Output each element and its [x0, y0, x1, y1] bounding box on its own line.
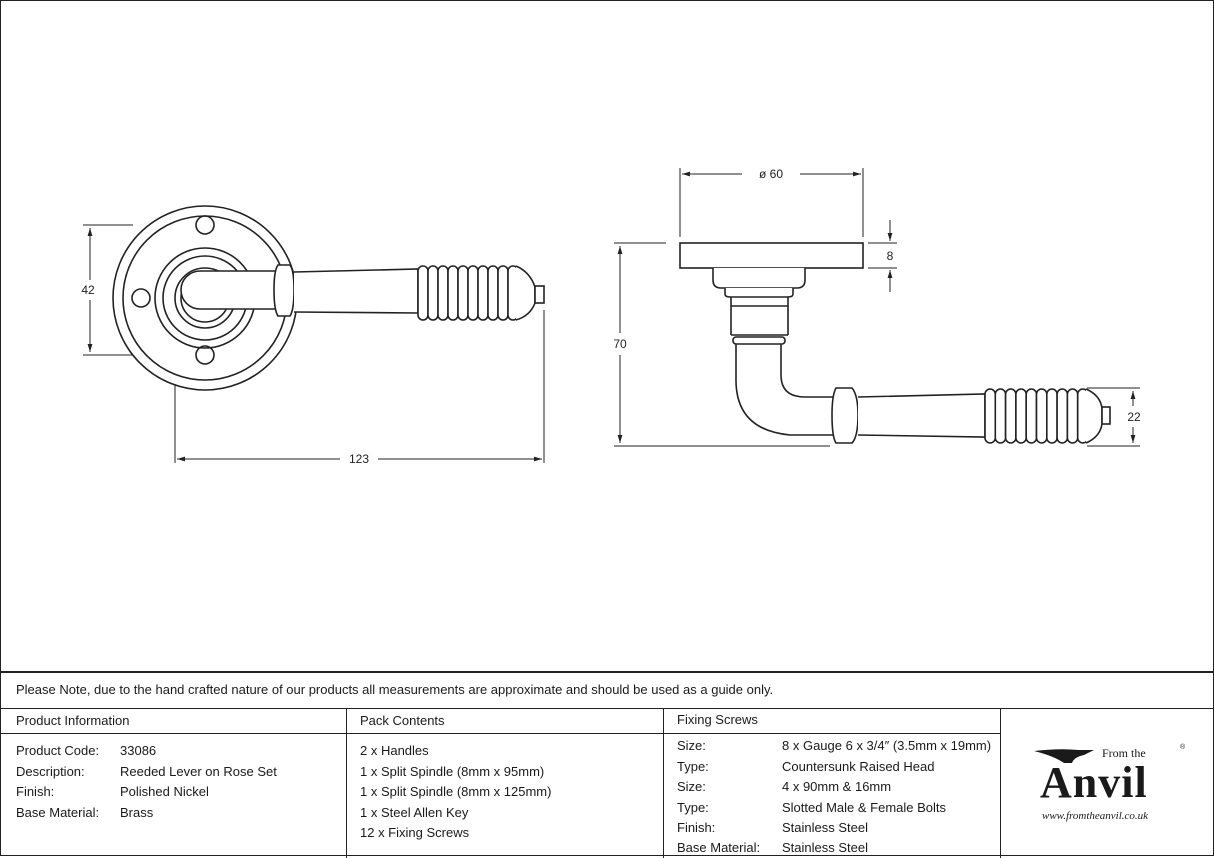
- pack-contents-title: Pack Contents: [360, 713, 445, 728]
- from-the-anvil-logo: From the ® Anvil www.fromtheanvil.co.uk: [1030, 742, 1200, 832]
- label: Size:: [677, 779, 706, 794]
- divider: [0, 733, 1000, 734]
- list-item: 1 x Split Spindle (8mm x 125mm): [360, 784, 552, 799]
- divider: [1000, 708, 1001, 858]
- grip-rib: [427, 265, 439, 321]
- grip-rib: [1035, 388, 1048, 444]
- side-view: [614, 168, 1140, 447]
- grip-rib: [1046, 388, 1058, 444]
- dim-thickness-label: 8: [887, 249, 894, 263]
- grip-rib: [437, 265, 449, 321]
- grip-rib: [487, 265, 499, 321]
- registered-mark-icon: ®: [1180, 744, 1186, 751]
- front-view: [83, 205, 545, 463]
- list-item: 2 x Handles: [360, 743, 429, 758]
- dim-diameter-label: ø 60: [759, 167, 783, 181]
- label: Description:: [16, 764, 85, 779]
- grip-rib: [1066, 388, 1079, 444]
- logo-from-the: From the: [1102, 746, 1146, 760]
- grip-rib: [1004, 388, 1017, 444]
- divider: [0, 708, 1214, 709]
- dim-grip-label: 22: [1127, 410, 1141, 424]
- product-code: 33086: [120, 743, 157, 758]
- grip-rib: [994, 388, 1007, 444]
- label: Size:: [677, 738, 706, 753]
- anvil-icon: [1034, 749, 1094, 763]
- grip-rib: [984, 388, 997, 444]
- label: Type:: [677, 800, 709, 815]
- value: Stainless Steel: [782, 820, 868, 835]
- grip-rib: [417, 265, 429, 321]
- divider: [346, 708, 347, 858]
- grip-rib: [1015, 388, 1028, 444]
- grip-rib: [457, 265, 469, 321]
- dim-height-label: 42: [81, 283, 95, 297]
- label: Product Code:: [16, 743, 100, 758]
- grip-rib: [467, 265, 479, 321]
- screw-hole: [195, 345, 215, 365]
- grip-rib: [497, 265, 509, 321]
- label: Base Material:: [16, 805, 100, 820]
- list-item: 1 x Split Spindle (8mm x 95mm): [360, 764, 545, 779]
- grip-rib: [447, 265, 459, 321]
- list-item: 1 x Steel Allen Key: [360, 805, 469, 820]
- label: Type:: [677, 759, 709, 774]
- measurement-note: Please Note, due to the hand crafted nat…: [16, 682, 774, 697]
- info-table: Please Note, due to the hand crafted nat…: [0, 671, 1214, 858]
- dim-length-label: 123: [349, 452, 369, 466]
- grip-rib: [1056, 388, 1069, 444]
- value: 8 x Gauge 6 x 3/4″ (3.5mm x 19mm): [782, 738, 992, 753]
- value: Stainless Steel: [782, 840, 868, 855]
- logo-brand: Anvil: [1040, 758, 1148, 807]
- technical-drawing: 42 123 ø 60 8 70 22: [81, 167, 1141, 466]
- description: Reeded Lever on Rose Set: [120, 764, 277, 779]
- grip-rib: [1025, 388, 1038, 444]
- value: Slotted Male & Female Bolts: [782, 800, 947, 815]
- grip-rib: [477, 265, 489, 321]
- product-info-title: Product Information: [16, 713, 130, 728]
- screw-hole: [131, 288, 151, 308]
- screw-hole: [195, 215, 215, 235]
- label: Finish:: [677, 820, 716, 835]
- value: 4 x 90mm & 16mm: [782, 779, 892, 794]
- base-material: Brass: [120, 805, 154, 820]
- finish: Polished Nickel: [120, 784, 209, 799]
- value: Countersunk Raised Head: [782, 759, 935, 774]
- divider: [663, 708, 664, 858]
- list-item: 12 x Fixing Screws: [360, 825, 470, 840]
- label: Finish:: [16, 784, 55, 799]
- label: Base Material:: [677, 840, 761, 855]
- fixing-screws-title: Fixing Screws: [677, 712, 758, 727]
- logo-url: www.fromtheanvil.co.uk: [1042, 810, 1149, 822]
- dim-projection-label: 70: [613, 337, 627, 351]
